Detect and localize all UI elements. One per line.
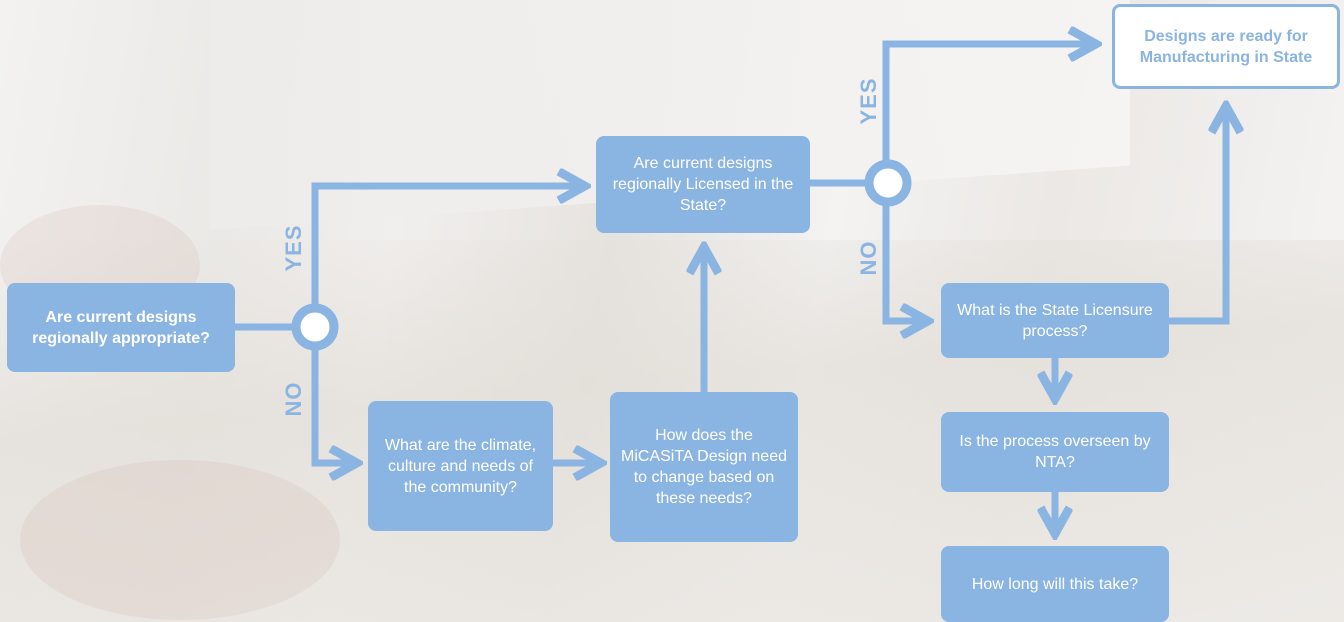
background-stain [20, 460, 340, 620]
node-how-long: How long will this take? [941, 546, 1169, 622]
edge-yes2 [882, 44, 1093, 161]
node-start: Are current designs regionally appropria… [7, 283, 235, 372]
edge-no2 [882, 205, 925, 321]
edge-no1 [311, 349, 354, 463]
edge-licensure-ready [1169, 109, 1226, 325]
decision-circle-2 [864, 159, 912, 207]
label-no-2: NO [856, 240, 881, 276]
node-climate: What are the climate, culture and needs … [368, 401, 553, 531]
node-licensed: Are current designs regionally Licensed … [596, 136, 810, 233]
label-yes-1: YES [281, 224, 306, 272]
edge-yes1 [311, 186, 582, 305]
node-design-change: How does the MiCASiTA Design need to cha… [610, 392, 798, 542]
node-licensure-process: What is the State Licensure process? [941, 283, 1169, 358]
decision-circle-1 [291, 303, 339, 351]
label-yes-2: YES [856, 77, 881, 125]
node-nta: Is the process overseen by NTA? [941, 412, 1169, 492]
node-ready: Designs are ready for Manufacturing in S… [1112, 4, 1340, 89]
label-no-1: NO [281, 381, 306, 417]
